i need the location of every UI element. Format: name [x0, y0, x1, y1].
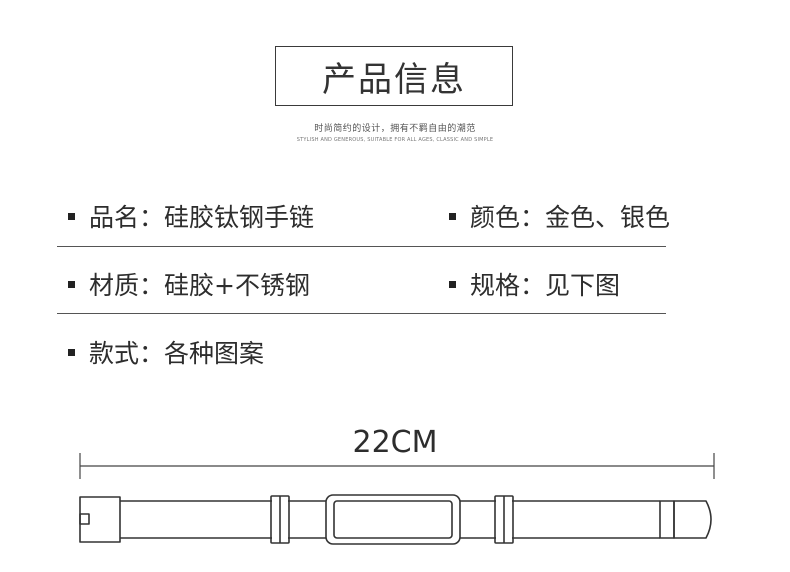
spec-separator: ： [139, 339, 165, 368]
spacer-ring-left [270, 495, 290, 544]
spec-item-size: 规格：见下图 [449, 266, 620, 302]
spec-value: 金色、银色 [545, 203, 671, 232]
spec-label: 规格 [470, 271, 521, 300]
right-clasp [659, 500, 712, 539]
dimension-line [79, 453, 715, 479]
spec-value: 硅胶钛钢手链 [164, 203, 315, 232]
spec-item-color: 颜色：金色、银色 [449, 198, 670, 234]
bullet-square-icon [68, 212, 75, 220]
spec-label: 款式 [89, 339, 140, 368]
row-divider [57, 313, 666, 314]
bullet-square-icon [449, 212, 456, 220]
spec-label: 材质 [89, 271, 140, 300]
spec-item-name: 品名：硅胶钛钢手链 [68, 198, 314, 234]
spec-value: 见下图 [545, 271, 621, 300]
spacer-ring-right [494, 495, 514, 544]
subtitle-english: STYLISH AND GENEROUS, SUITABLE FOR ALL A… [296, 137, 494, 143]
subtitle-chinese: 时尚简约的设计，拥有不羁自由的潮范 [314, 124, 476, 134]
spec-item-material: 材质：硅胶+不锈钢 [68, 266, 310, 302]
spec-separator: ： [520, 203, 546, 232]
spec-separator: ： [139, 271, 165, 300]
row-divider [57, 246, 666, 247]
bullet-square-icon [68, 280, 75, 288]
spec-separator: ： [139, 203, 165, 232]
left-clasp [79, 496, 121, 543]
spec-value: 各种图案 [164, 339, 265, 368]
dimension-label: 22CM [352, 425, 438, 460]
spec-label: 颜色 [470, 203, 521, 232]
bullet-square-icon [68, 348, 75, 356]
spec-label: 品名 [89, 203, 140, 232]
silicone-band [120, 500, 660, 539]
page-title: 产品信息 [322, 59, 466, 100]
spec-separator: ： [520, 271, 546, 300]
bracelet-drawing-icon [79, 453, 715, 545]
center-charm-plate [325, 494, 461, 545]
title-box: 产品信息 [275, 46, 513, 106]
bullet-square-icon [449, 280, 456, 288]
spec-value: 硅胶+不锈钢 [164, 271, 310, 300]
spec-item-style: 款式：各种图案 [68, 334, 264, 370]
